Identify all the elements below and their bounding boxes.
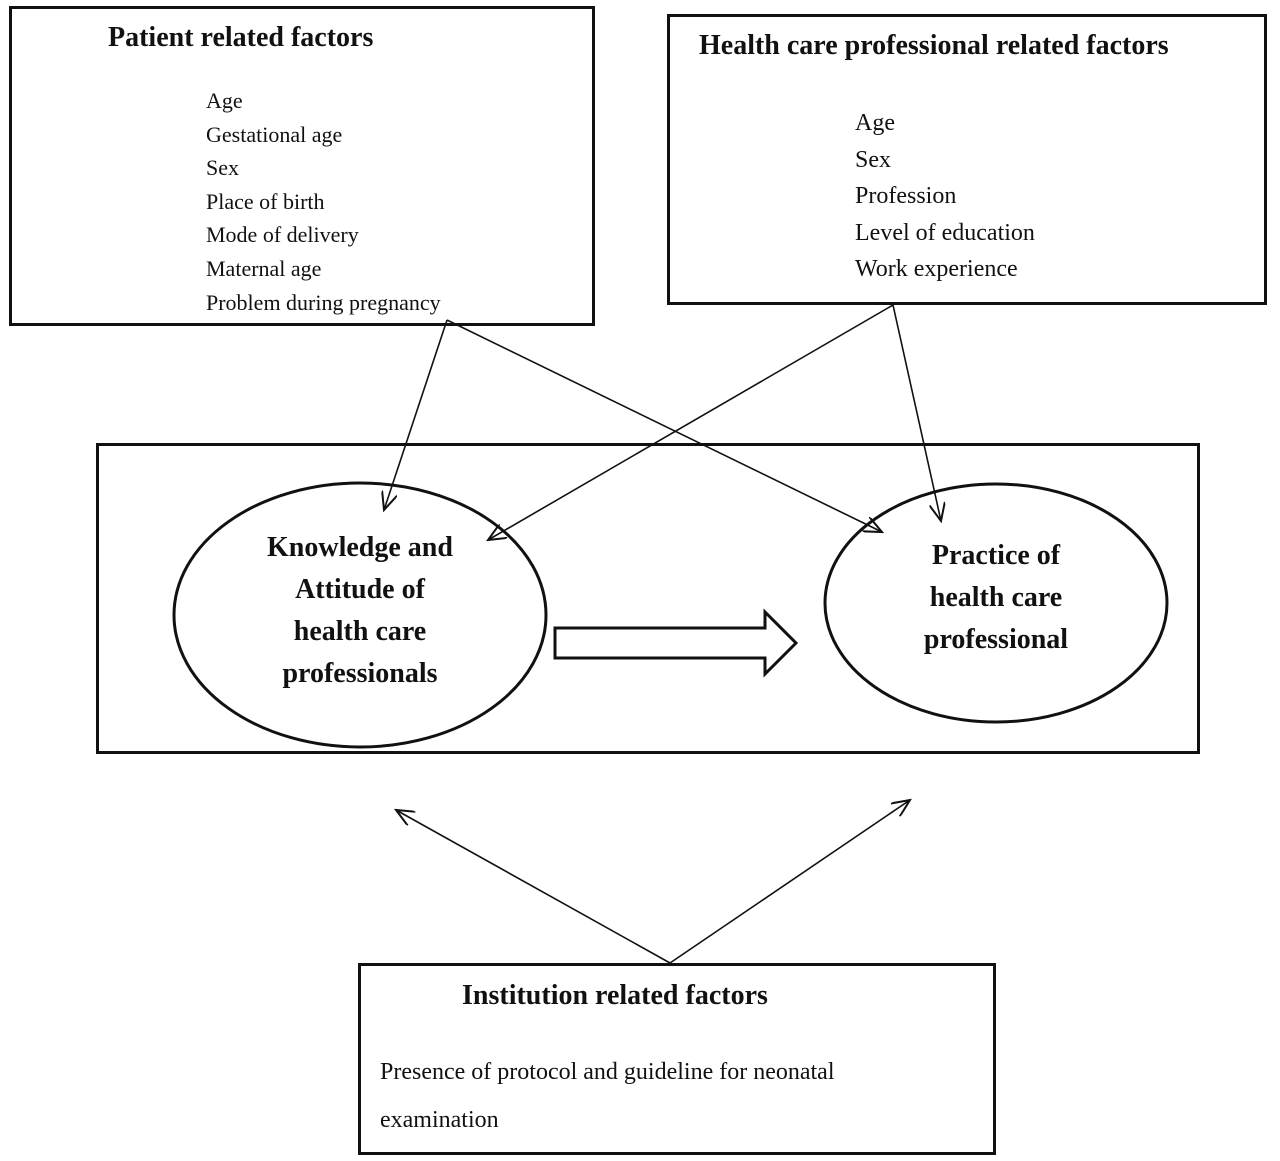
institution-factor-text: Presence of protocol and guideline for n… bbox=[380, 1059, 835, 1133]
patient-factor-item: Maternal age bbox=[206, 255, 322, 281]
knowledge-label-line: Attitude of bbox=[295, 574, 425, 605]
hcp-factor-item: Work experience bbox=[855, 256, 1018, 283]
institution-factors-title: Institution related factors bbox=[462, 980, 768, 1011]
practice-ellipse bbox=[823, 482, 1169, 724]
patient-factors-list: Age Gestational age Sex Place of birth M… bbox=[206, 84, 441, 319]
patient-to-practice-arrow bbox=[446, 319, 882, 532]
knowledge-attitude-ellipse bbox=[172, 481, 548, 749]
institution-to-knowledge-arrow bbox=[396, 810, 671, 964]
patient-factor-item: Sex bbox=[206, 155, 239, 181]
practice-label-line: professional bbox=[923, 624, 1069, 655]
hcp-to-practice-arrow bbox=[892, 304, 941, 521]
hcp-to-knowledge-arrow bbox=[488, 304, 894, 540]
hcp-factor-item: Age bbox=[855, 110, 895, 136]
hcp-factor-item: Sex bbox=[855, 146, 891, 173]
hcp-factor-item: Profession bbox=[855, 183, 957, 210]
patient-factors-box bbox=[9, 6, 595, 326]
knowledge-attitude-label: Knowledge and Attitude of health care pr… bbox=[204, 527, 516, 695]
hcp-factors-title: Health care professional related factors bbox=[699, 30, 1169, 61]
hcp-factors-box bbox=[667, 14, 1267, 305]
patient-factor-item: Gestational age bbox=[206, 121, 343, 147]
patient-factor-item: Place of birth bbox=[206, 188, 325, 214]
patient-factor-item: Mode of delivery bbox=[206, 222, 359, 248]
hcp-factor-item: Level of education bbox=[855, 219, 1035, 246]
knowledge-label-line: Knowledge and bbox=[267, 532, 453, 563]
hcp-factors-list: Age Sex Profession Level of education Wo… bbox=[855, 105, 1035, 288]
patient-factors-title: Patient related factors bbox=[108, 22, 374, 53]
practice-label: Practice of health care professional bbox=[856, 535, 1136, 661]
patient-factor-item: Problem during pregnancy bbox=[206, 289, 441, 315]
institution-to-practice-arrow bbox=[669, 800, 910, 964]
knowledge-to-practice-block-arrow bbox=[553, 608, 799, 678]
institution-factors-box bbox=[358, 963, 996, 1155]
practice-label-line: health care bbox=[929, 582, 1063, 613]
patient-factor-item: Age bbox=[206, 88, 243, 113]
practice-label-line: Practice of bbox=[931, 540, 1061, 571]
knowledge-label-line: health care bbox=[293, 616, 427, 647]
knowledge-label-line: professionals bbox=[282, 658, 438, 689]
patient-to-knowledge-arrow bbox=[384, 319, 448, 510]
